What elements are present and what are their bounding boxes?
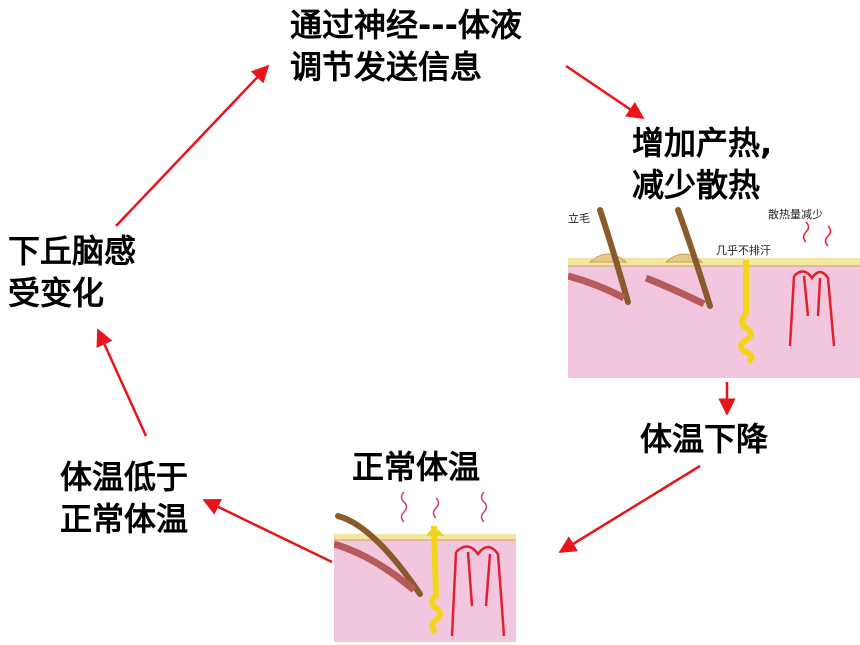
node-signal: 通过神经---体液 调节发送信息 <box>290 4 522 88</box>
node-signal-line1: 通过神经---体液 <box>290 6 522 44</box>
node-normal: 正常体温 <box>352 446 480 488</box>
hair-shape <box>597 207 631 305</box>
node-below-normal-line2: 正常体温 <box>60 500 189 538</box>
node-below-normal: 体温低于 正常体温 <box>60 456 188 540</box>
skin-normal-illustration <box>334 486 516 642</box>
node-response: 增加产热, 减少散热 <box>632 122 772 206</box>
blood-vessel-shape <box>788 270 836 347</box>
sweat-gland-shape <box>738 260 755 365</box>
arrow-below-to-hypothalamus <box>96 328 148 437</box>
skin-cold-label-left: 立毛 <box>568 211 590 225</box>
arrow-signal-to-response <box>565 64 645 120</box>
arrow-drop-to-normal <box>558 464 701 554</box>
node-below-normal-line1: 体温低于 <box>60 458 189 496</box>
node-signal-line2: 调节发送信息 <box>290 48 483 86</box>
skin-cold-label-sweat: 几乎不排汗 <box>716 243 771 257</box>
skin-cold-illustration: 立毛 几乎不排汗 散热量减少 <box>568 206 860 378</box>
node-response-line1: 增加产热, <box>632 124 773 162</box>
node-hypothalamus-line1: 下丘脑感 <box>8 232 137 270</box>
node-normal-line1: 正常体温 <box>352 448 481 486</box>
node-response-line2: 减少散热 <box>632 166 761 204</box>
arrow-normal-to-below <box>202 498 333 564</box>
arrow-hypothalamus-to-signal <box>115 64 270 227</box>
skin-cold-label-heat: 散热量减少 <box>768 207 823 221</box>
node-temp-drop: 体温下降 <box>640 418 768 460</box>
node-temp-drop-line1: 体温下降 <box>640 420 769 458</box>
node-hypothalamus: 下丘脑感 受变化 <box>8 230 136 314</box>
node-hypothalamus-line2: 受变化 <box>8 274 105 312</box>
